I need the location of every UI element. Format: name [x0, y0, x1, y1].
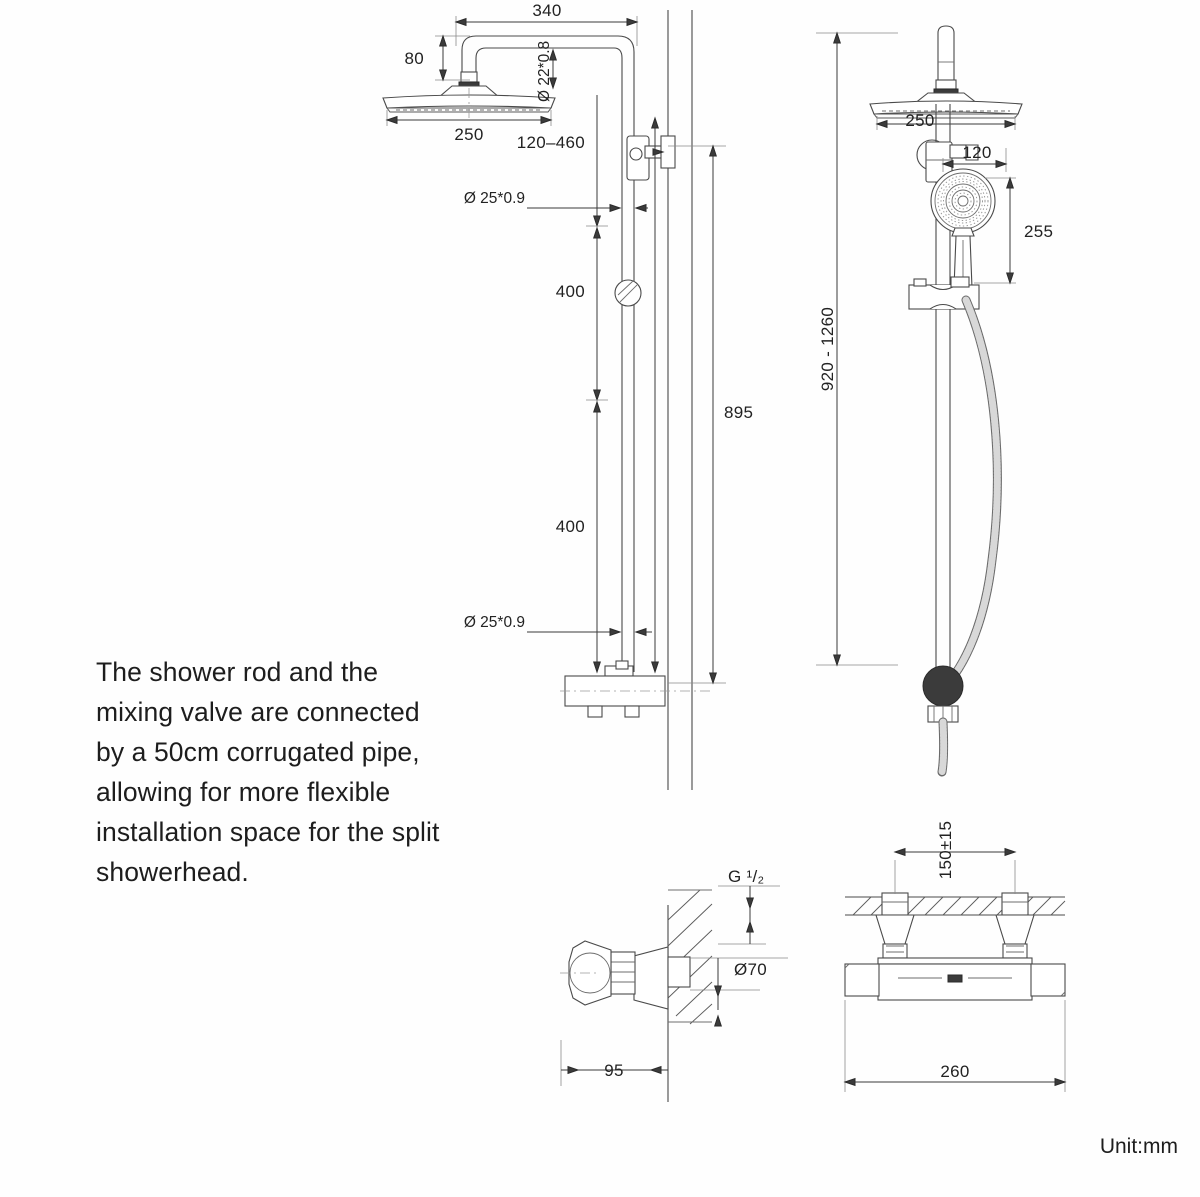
dim-label-400-lower: 400 — [556, 517, 585, 536]
dim-arm-drop-80: 80 — [404, 34, 470, 82]
hand-shower-handset — [930, 168, 996, 300]
dim-label-340: 340 — [532, 1, 561, 20]
upper-slider-bracket-front — [916, 139, 979, 183]
dim-label-260: 260 — [940, 1062, 969, 1081]
inlet-connection-right — [995, 892, 1035, 959]
dim-label-400-upper: 400 — [556, 282, 585, 301]
diverter-knob-side — [614, 279, 642, 307]
dim-inlet-centres-150: 150±15 — [893, 821, 1017, 894]
dim-thread-g-half: G ¹/₂ — [718, 867, 780, 945]
dim-label-g-half: G ¹/₂ — [728, 867, 764, 886]
overhead-shower-head-front — [869, 100, 1023, 119]
dim-arm-reach-340: 340 — [454, 1, 639, 46]
wall-outlet-body — [560, 940, 691, 1010]
unit-label: Unit:mm — [1099, 1135, 1178, 1158]
dim-label-95: 95 — [604, 1061, 624, 1080]
dim-label-250-side: 250 — [454, 125, 483, 144]
hose-end-connector — [922, 665, 964, 777]
dim-label-150-15: 150±15 — [936, 821, 955, 879]
front-elevation-view: 250 — [816, 25, 1053, 777]
dim-label-255: 255 — [1024, 222, 1053, 241]
description-note: The shower rod and the mixing valve are … — [96, 657, 440, 887]
dim-label-tube-upper: Ø 25*0.9 — [464, 190, 525, 207]
dim-label-895: 895 — [724, 403, 753, 422]
wall-band-hatched — [845, 896, 1066, 916]
dim-slider-range-120-460: 120–460 — [517, 95, 659, 674]
dim-label-tube-lower: Ø 25*0.9 — [464, 614, 525, 631]
wall-section-hatched — [667, 889, 713, 1102]
dim-rod-tube-lower-25: Ø 25*0.9 — [464, 614, 652, 637]
dim-handset-length-255: 255 — [974, 176, 1053, 285]
dim-label-120-460: 120–460 — [517, 133, 585, 152]
wall-section-side — [667, 10, 693, 790]
dim-head-diameter-250-front: 250 — [875, 111, 1017, 130]
dim-body-width-260: 260 — [843, 1000, 1067, 1092]
dim-projection-95: 95 — [560, 1040, 668, 1086]
dim-label-250-front: 250 — [905, 111, 934, 130]
shower-arm-front — [912, 25, 980, 105]
inlet-connection-left — [875, 892, 915, 959]
dim-label-920-1260: 920 - 1260 — [818, 307, 837, 391]
riser-rail-side — [621, 148, 635, 672]
dim-handset-offset-120: 120 — [941, 143, 1008, 172]
dim-label-80: 80 — [404, 49, 424, 68]
dim-segment-lower-400: 400 — [556, 400, 601, 674]
dim-arm-tube-22: Ø 22*0.8 — [536, 41, 557, 102]
dim-rod-tube-upper-25: Ø 25*0.9 — [464, 190, 648, 213]
shower-arm — [461, 35, 635, 148]
dim-height-range-920-1260: 920 - 1260 — [816, 31, 898, 667]
wall-outlet-detail-view: G ¹/₂ Ø70 95 — [560, 867, 788, 1102]
mixer-valve-body — [844, 957, 1066, 1001]
dim-head-diameter-250: 250 — [385, 110, 553, 144]
dim-overall-rod-895: 895 — [668, 144, 753, 685]
dim-segment-upper-400: 400 — [556, 226, 608, 402]
dim-escutcheon-70: Ø70 — [690, 957, 788, 1027]
overhead-shower-head-side — [382, 71, 556, 122]
corrugated-hose — [933, 295, 1002, 697]
dim-label-tube-22: Ø 22*0.8 — [536, 41, 553, 102]
dim-label-120: 120 — [962, 143, 991, 162]
dim-label-diameter-70: Ø70 — [734, 960, 767, 979]
mixer-valve-body-side — [560, 660, 712, 718]
mixer-valve-detail-view: 150±15 260 — [843, 821, 1067, 1092]
side-elevation-view: 340 80 250 Ø 22*0.8 — [382, 1, 753, 790]
